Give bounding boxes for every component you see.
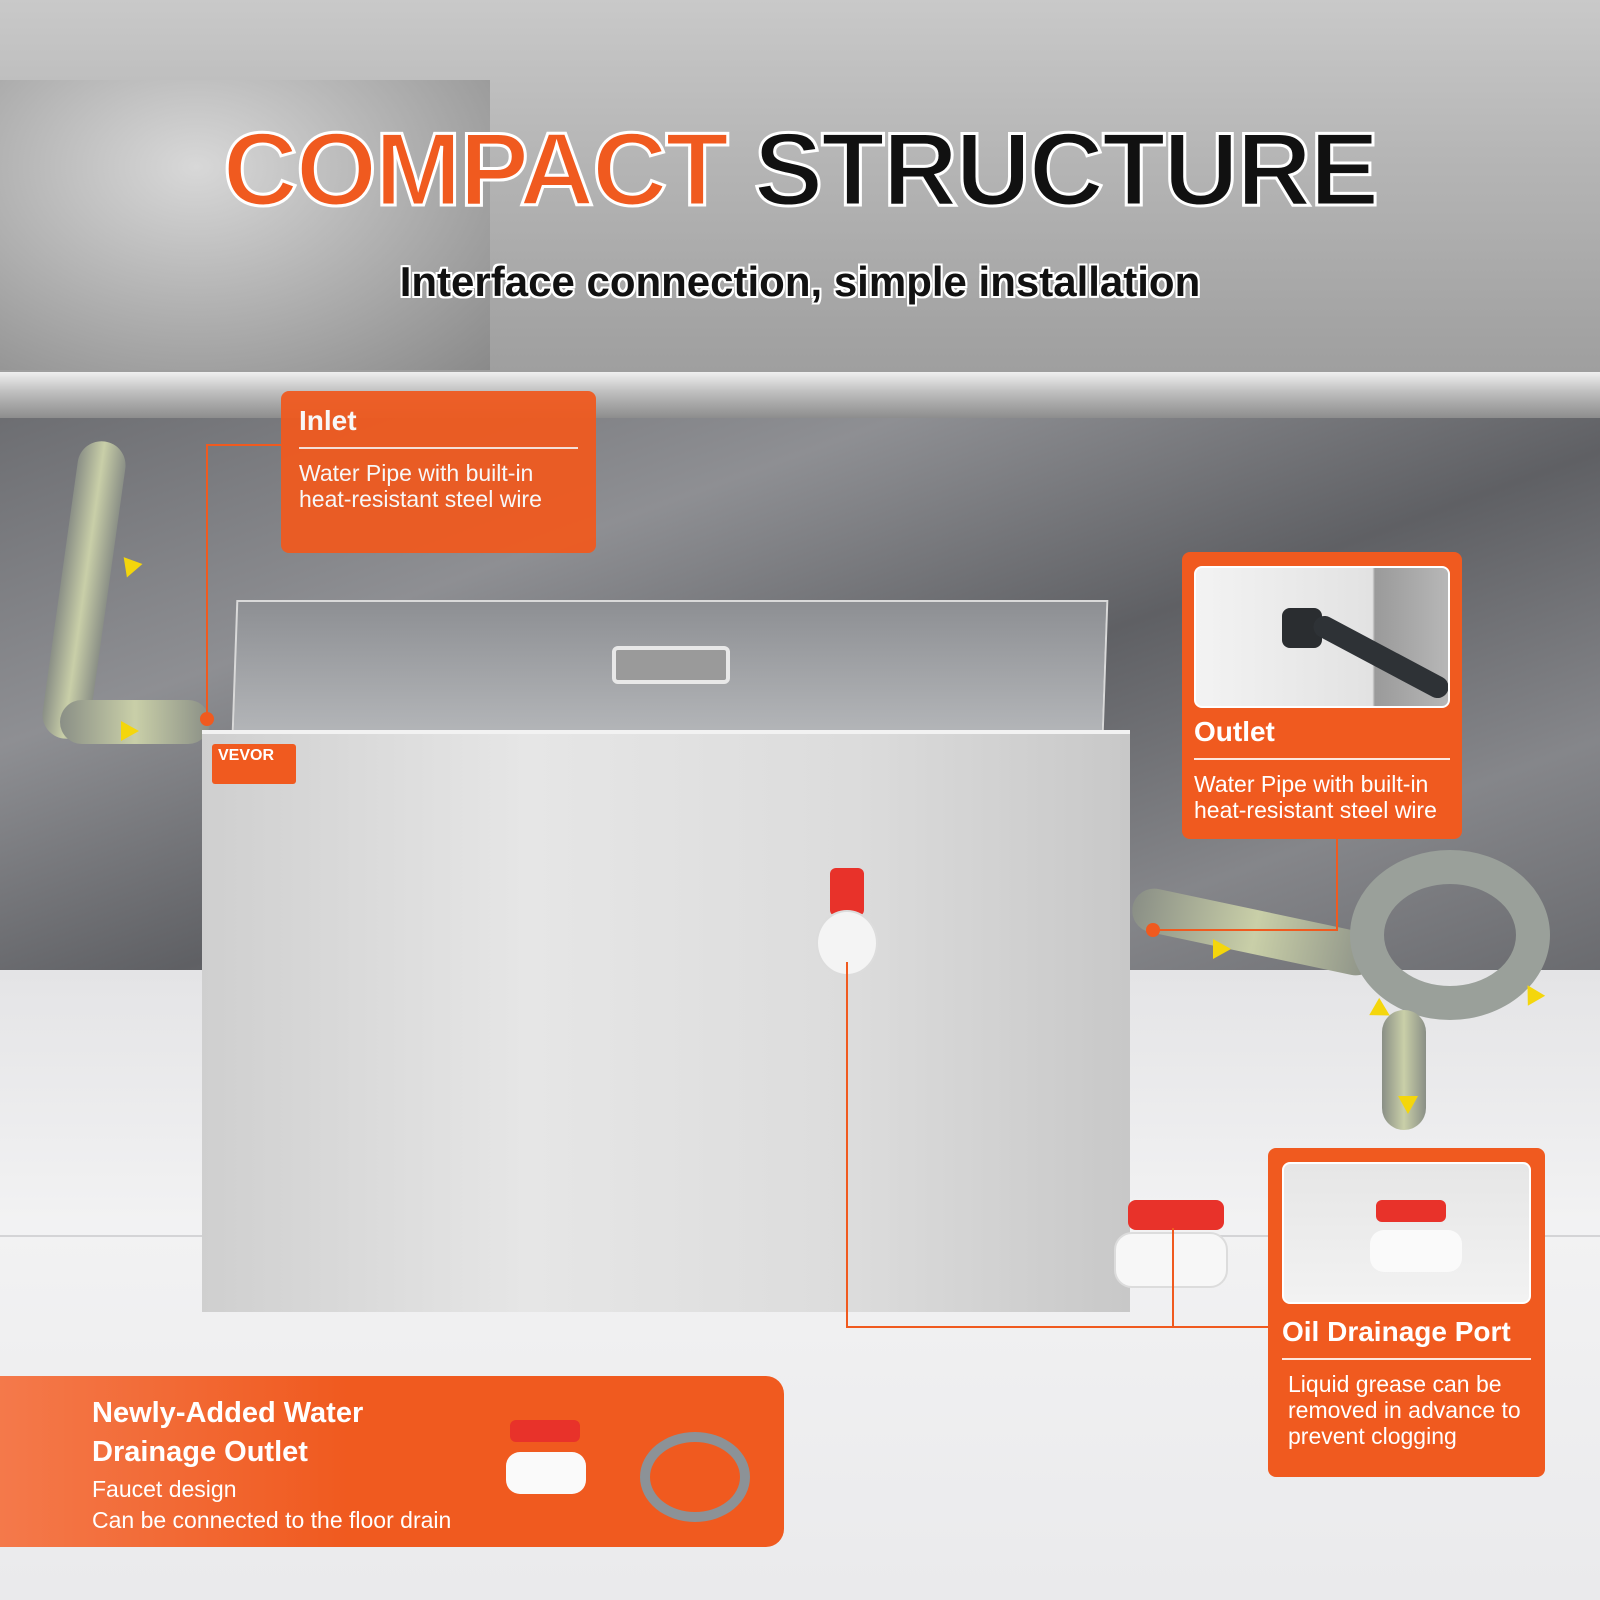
divider: [1282, 1358, 1531, 1361]
inlet-marker: [200, 712, 214, 726]
page-title: COMPACT STRUCTURE: [0, 117, 1600, 224]
outlet-hose-loop: [1350, 850, 1550, 1020]
water-drain-leader-line: [1172, 1228, 1174, 1328]
ball-valve-icon: [830, 868, 864, 916]
title-word-highlight: COMPACT: [221, 112, 730, 228]
oil-leader-line: [846, 1326, 1270, 1328]
brand-logo: VEVOR: [212, 744, 296, 784]
inlet-callout: Inlet Water Pipe with built-in heat-resi…: [281, 391, 596, 553]
inlet-description: Water Pipe with built-in heat-resistant …: [299, 460, 542, 512]
hose-icon: [640, 1432, 750, 1522]
oil-valve-detail-photo: [1282, 1162, 1531, 1304]
inlet-leader-line: [206, 444, 282, 446]
steel-rail: [0, 372, 1600, 418]
water-drainage-line1: Faucet design: [92, 1476, 237, 1503]
outlet-detail-photo: [1194, 566, 1450, 708]
ball-valve-icon: [510, 1420, 580, 1442]
oil-leader-line: [846, 962, 848, 1328]
tank-front-panel: [202, 730, 1130, 1312]
oil-drainage-callout: Oil Drainage Port Liquid grease can be r…: [1268, 1148, 1545, 1477]
water-drainage-banner: Newly-Added Water Drainage Outlet Faucet…: [0, 1376, 784, 1547]
outlet-title: Outlet: [1194, 716, 1275, 747]
inlet-leader-line: [206, 444, 208, 718]
water-drain-valve: [1114, 1232, 1228, 1288]
flow-arrow-icon: [1213, 939, 1231, 959]
divider: [299, 447, 578, 450]
page-subtitle: Interface connection, simple installatio…: [399, 258, 1201, 305]
ball-valve-icon: [1128, 1200, 1224, 1230]
valve-body: [506, 1452, 586, 1494]
hose-icon: [1309, 612, 1448, 702]
outlet-leader-line: [1154, 929, 1338, 931]
water-drainage-line2: Can be connected to the floor drain: [92, 1506, 452, 1533]
ball-valve-icon: [1376, 1200, 1446, 1222]
valve-body: [1370, 1230, 1462, 1272]
outlet-marker: [1146, 923, 1160, 937]
sink-bowl: [0, 80, 490, 370]
outlet-leader-line: [1336, 839, 1338, 931]
flow-arrow-icon: [1398, 1096, 1418, 1114]
water-drainage-title: Newly-Added Water Drainage Outlet: [92, 1397, 364, 1468]
divider: [1194, 758, 1450, 761]
lid-handle: [612, 646, 730, 684]
oil-drainage-description: Liquid grease can be removed in advance …: [1288, 1371, 1521, 1449]
oil-drainage-title: Oil Drainage Port: [1282, 1316, 1511, 1347]
outlet-description: Water Pipe with built-in heat-resistant …: [1194, 771, 1437, 823]
grease-trap-tank: VEVOR: [202, 600, 1130, 1312]
inlet-hose-bend: [60, 700, 210, 744]
inlet-title: Inlet: [299, 405, 357, 436]
outlet-callout: Outlet Water Pipe with built-in heat-res…: [1182, 552, 1462, 839]
flow-arrow-icon: [121, 721, 139, 741]
title-word-dark: STRUCTURE: [752, 112, 1380, 228]
